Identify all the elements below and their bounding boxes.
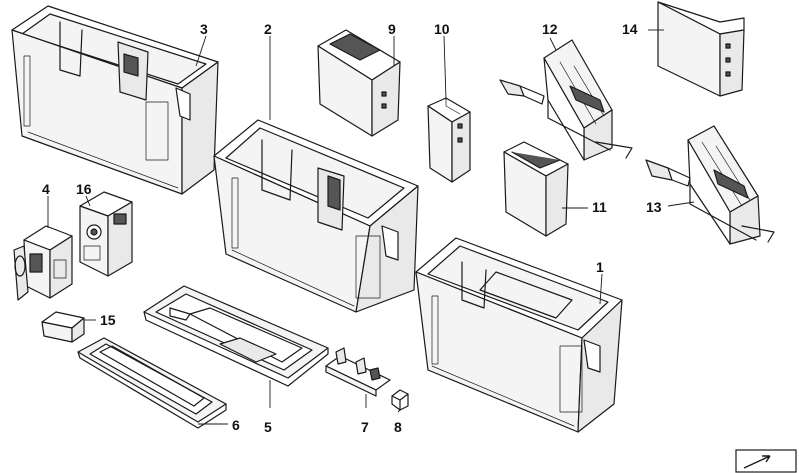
leader-12 xyxy=(549,37,557,51)
part-3-open-box[interactable] xyxy=(11,5,219,195)
callout-14: 14 xyxy=(622,21,638,37)
part-1-open-box[interactable] xyxy=(415,237,623,433)
callout-4: 4 xyxy=(42,181,50,197)
leader-3 xyxy=(195,35,207,67)
part-16-socket-module[interactable] xyxy=(79,191,133,277)
leader-lines xyxy=(47,29,695,425)
leader-13 xyxy=(667,201,695,207)
part-10-insert[interactable] xyxy=(427,97,471,183)
callout-11: 11 xyxy=(592,199,607,215)
callout-12: 12 xyxy=(542,21,558,37)
part-12-bracket[interactable] xyxy=(499,39,633,161)
callout-5: 5 xyxy=(264,419,272,435)
callout-labels: 1 2 3 4 5 6 7 8 9 10 11 12 13 14 15 16 xyxy=(42,21,662,435)
part-5-tray[interactable] xyxy=(143,285,329,387)
callout-6: 6 xyxy=(232,417,240,433)
callout-7: 7 xyxy=(361,419,369,435)
part-14-panel[interactable] xyxy=(657,1,745,97)
callout-3: 3 xyxy=(200,21,208,37)
leader-16 xyxy=(85,195,91,207)
callout-15: 15 xyxy=(100,312,116,328)
part-15-cover[interactable] xyxy=(41,311,85,343)
part-4-socket-module[interactable] xyxy=(13,225,73,301)
callout-2: 2 xyxy=(264,21,272,37)
callout-8: 8 xyxy=(394,419,402,435)
part-11-insert[interactable] xyxy=(503,141,569,237)
callout-13: 13 xyxy=(646,199,662,215)
part-9-insert[interactable] xyxy=(317,29,401,137)
callout-1: 1 xyxy=(596,259,604,275)
part-7-clip[interactable] xyxy=(325,347,391,397)
leader-8 xyxy=(397,409,401,413)
part-13-bracket[interactable] xyxy=(645,125,775,245)
part-2-open-box[interactable] xyxy=(213,119,419,313)
leader-10 xyxy=(443,35,447,101)
callout-10: 10 xyxy=(434,21,450,37)
part-8-clip[interactable] xyxy=(391,389,409,411)
callout-9: 9 xyxy=(388,21,396,37)
part-6-tray[interactable] xyxy=(77,337,227,429)
callout-16: 16 xyxy=(76,181,92,197)
arrow-icon xyxy=(735,449,797,473)
leader-1 xyxy=(599,273,603,305)
